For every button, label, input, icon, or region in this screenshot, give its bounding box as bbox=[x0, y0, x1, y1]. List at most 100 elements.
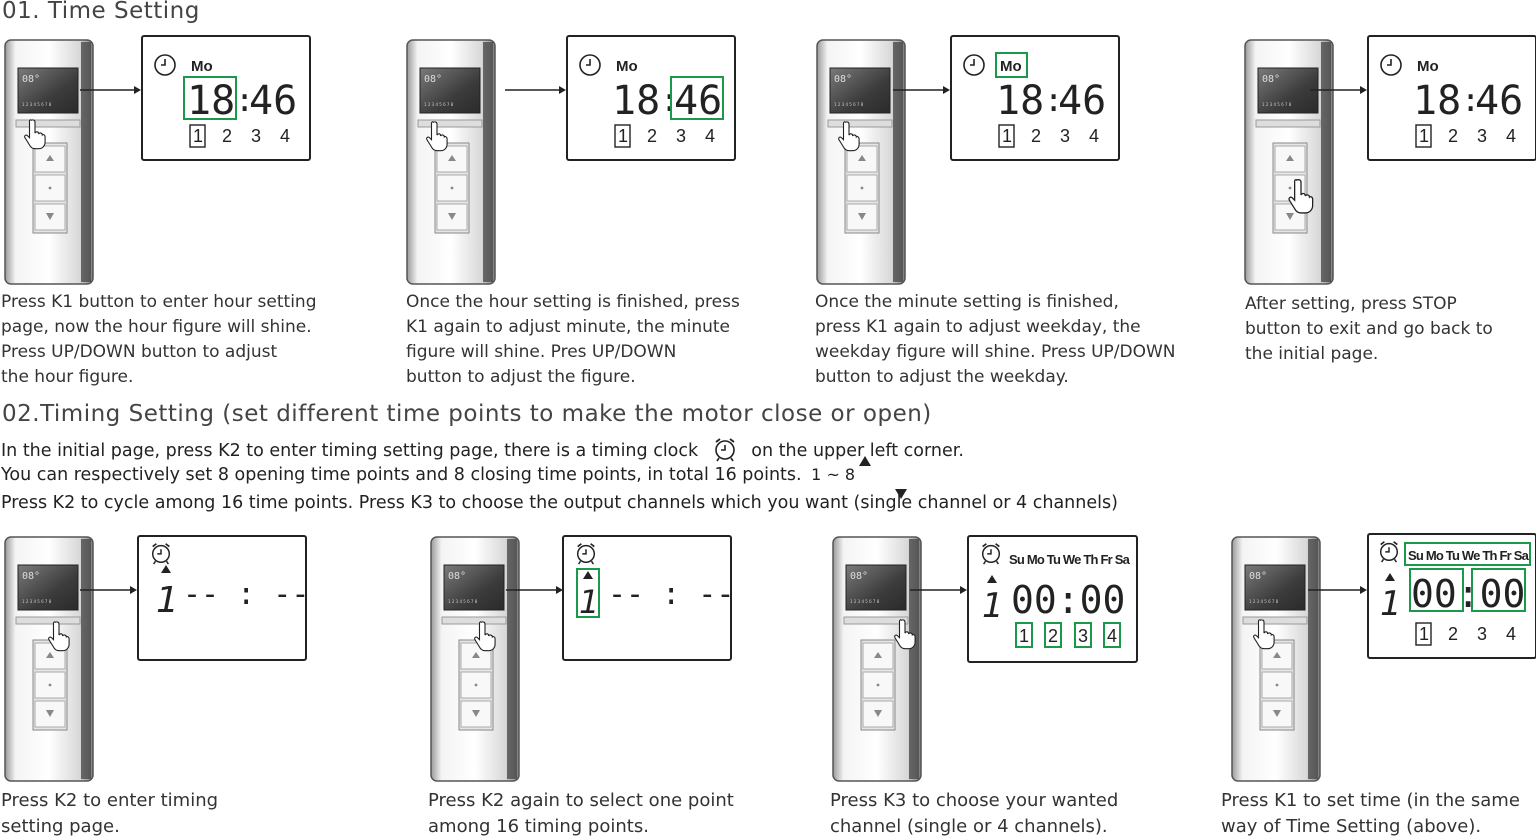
svg-text:2: 2 bbox=[1031, 126, 1041, 146]
alarm-clock-icon bbox=[151, 542, 171, 565]
section-title-timing-setting: 02.Timing Setting (set different time po… bbox=[2, 401, 932, 427]
lcd-display-panel: Mo 18 : 46 1 2 3 4 bbox=[141, 35, 311, 161]
svg-text:3: 3 bbox=[251, 126, 261, 146]
minute-digits: 46 bbox=[249, 78, 297, 124]
lcd-display-panel: Su Mo Tu We Th Fr Sa 1 00:00 1 2 3 4 bbox=[967, 535, 1138, 663]
remote-control-image bbox=[831, 535, 923, 783]
svg-text:-- : --: -- : -- bbox=[608, 577, 730, 612]
svg-text:4: 4 bbox=[1506, 624, 1516, 644]
svg-text:3: 3 bbox=[1477, 624, 1487, 644]
svg-text:1: 1 bbox=[1019, 626, 1029, 646]
remote-control-image bbox=[3, 38, 95, 286]
pointing-hand-icon bbox=[894, 618, 916, 650]
step-caption: Press K2 to enter timing setting page. bbox=[1, 790, 219, 837]
pointing-hand-icon bbox=[1288, 178, 1314, 214]
arrow-right-icon bbox=[893, 86, 950, 94]
svg-text:Su Mo Tu We Th Fr Sa: Su Mo Tu We Th Fr Sa bbox=[1408, 548, 1530, 563]
svg-text:18: 18 bbox=[996, 78, 1044, 124]
remote-control-image bbox=[429, 535, 521, 783]
lcd-display-panel: Su Mo Tu We Th Fr Sa 1 00:00 1 2 3 4 bbox=[1367, 533, 1536, 659]
svg-text:Mo: Mo bbox=[616, 58, 638, 75]
arrow-right-icon bbox=[910, 586, 967, 594]
section-title-time-setting: 01. Time Setting bbox=[2, 0, 200, 24]
lcd-display-panel: Mo 18 : 46 1 2 3 4 bbox=[566, 35, 736, 161]
svg-text:2: 2 bbox=[1048, 626, 1058, 646]
step-caption: Press K3 to choose your wanted channel (… bbox=[830, 790, 1119, 837]
step-caption: Once the minute setting is finished, pre… bbox=[815, 292, 1176, 387]
svg-text:18: 18 bbox=[612, 78, 660, 124]
svg-text:Mo: Mo bbox=[1000, 58, 1022, 75]
remote-control-image bbox=[3, 535, 95, 783]
step-caption: Press K1 button to enter hour setting pa… bbox=[1, 292, 317, 387]
arrow-right-icon bbox=[505, 86, 566, 94]
svg-text:1: 1 bbox=[1419, 126, 1429, 146]
remote-control-image bbox=[815, 38, 907, 286]
step-caption: Once the hour setting is finished, press… bbox=[406, 292, 740, 387]
svg-text:4: 4 bbox=[1107, 626, 1117, 646]
svg-text:2: 2 bbox=[1448, 126, 1458, 146]
alarm-clock-icon bbox=[712, 436, 738, 462]
pointing-hand-icon bbox=[426, 120, 448, 152]
svg-text::: : bbox=[1461, 81, 1480, 119]
svg-text:4: 4 bbox=[705, 126, 715, 146]
svg-text:1: 1 bbox=[579, 583, 599, 621]
svg-text:00:00: 00:00 bbox=[1011, 578, 1125, 622]
lcd-display-panel: 1 -- : -- bbox=[137, 535, 307, 661]
svg-text:3: 3 bbox=[1060, 126, 1070, 146]
svg-text:46: 46 bbox=[1058, 78, 1106, 124]
svg-text:1: 1 bbox=[982, 586, 1004, 626]
pointing-hand-icon bbox=[1253, 618, 1275, 650]
hour-digits: 18 bbox=[187, 78, 235, 124]
svg-text:46: 46 bbox=[1475, 78, 1523, 124]
svg-text:00:00: 00:00 bbox=[1411, 572, 1525, 616]
arrow-right-icon bbox=[80, 586, 137, 594]
svg-text:2: 2 bbox=[1448, 624, 1458, 644]
svg-text:4: 4 bbox=[280, 126, 290, 146]
svg-text:3: 3 bbox=[676, 126, 686, 146]
svg-text:4: 4 bbox=[1089, 126, 1099, 146]
svg-text:4: 4 bbox=[1506, 126, 1516, 146]
lcd-display-panel: 1 -- : -- bbox=[562, 535, 732, 661]
pointing-hand-icon bbox=[48, 620, 70, 652]
svg-text:1: 1 bbox=[1380, 584, 1402, 624]
svg-text:3: 3 bbox=[1078, 626, 1088, 646]
step-caption: After setting, press STOP button to exit… bbox=[1245, 294, 1493, 364]
remote-control-image bbox=[1230, 535, 1322, 783]
arrow-right-icon bbox=[80, 86, 141, 94]
remote-control-image bbox=[405, 38, 497, 286]
arrow-right-icon bbox=[506, 586, 563, 594]
svg-text:-- : --: -- : -- bbox=[183, 577, 305, 612]
svg-text::: : bbox=[660, 81, 679, 119]
svg-text:46: 46 bbox=[674, 78, 722, 124]
intro-line-3: Press K2 to cycle among 16 time points. … bbox=[1, 493, 1118, 513]
arrow-right-icon bbox=[1308, 586, 1367, 594]
svg-text:2: 2 bbox=[647, 126, 657, 146]
svg-text::: : bbox=[235, 81, 254, 119]
pointing-hand-icon bbox=[474, 620, 496, 652]
arrow-right-icon bbox=[1310, 86, 1367, 94]
weekday-label: Mo bbox=[191, 58, 213, 75]
svg-text:1: 1 bbox=[193, 126, 203, 146]
svg-text:2: 2 bbox=[222, 126, 232, 146]
intro-line-2: You can respectively set 8 opening time … bbox=[1, 465, 856, 485]
clock-icon bbox=[154, 54, 176, 76]
weekday-row: Su Mo Tu We Th Fr Sa bbox=[1009, 552, 1131, 567]
svg-text:1: 1 bbox=[156, 580, 179, 621]
intro-line-1: In the initial page, press K2 to enter t… bbox=[1, 436, 964, 462]
svg-text:1: 1 bbox=[1002, 126, 1012, 146]
step-caption: Press K1 to set time (in the same way of… bbox=[1221, 790, 1520, 837]
down-triangle-icon bbox=[895, 489, 907, 499]
pointing-hand-icon bbox=[838, 120, 860, 152]
svg-text:Mo: Mo bbox=[1417, 58, 1439, 75]
pointing-hand-icon bbox=[24, 118, 46, 150]
step-caption: Press K2 again to select one point among… bbox=[428, 790, 734, 837]
svg-text:1: 1 bbox=[618, 126, 628, 146]
svg-text:3: 3 bbox=[1477, 126, 1487, 146]
up-triangle-icon bbox=[859, 456, 871, 466]
svg-text::: : bbox=[1044, 81, 1063, 119]
svg-text:1: 1 bbox=[1419, 624, 1429, 644]
svg-text:18: 18 bbox=[1413, 78, 1461, 124]
lcd-display-panel: Mo 18 : 46 1 2 3 4 bbox=[1367, 35, 1536, 161]
lcd-display-panel: Mo 18 : 46 1 2 3 4 bbox=[950, 35, 1120, 161]
remote-control-image bbox=[1243, 38, 1335, 286]
